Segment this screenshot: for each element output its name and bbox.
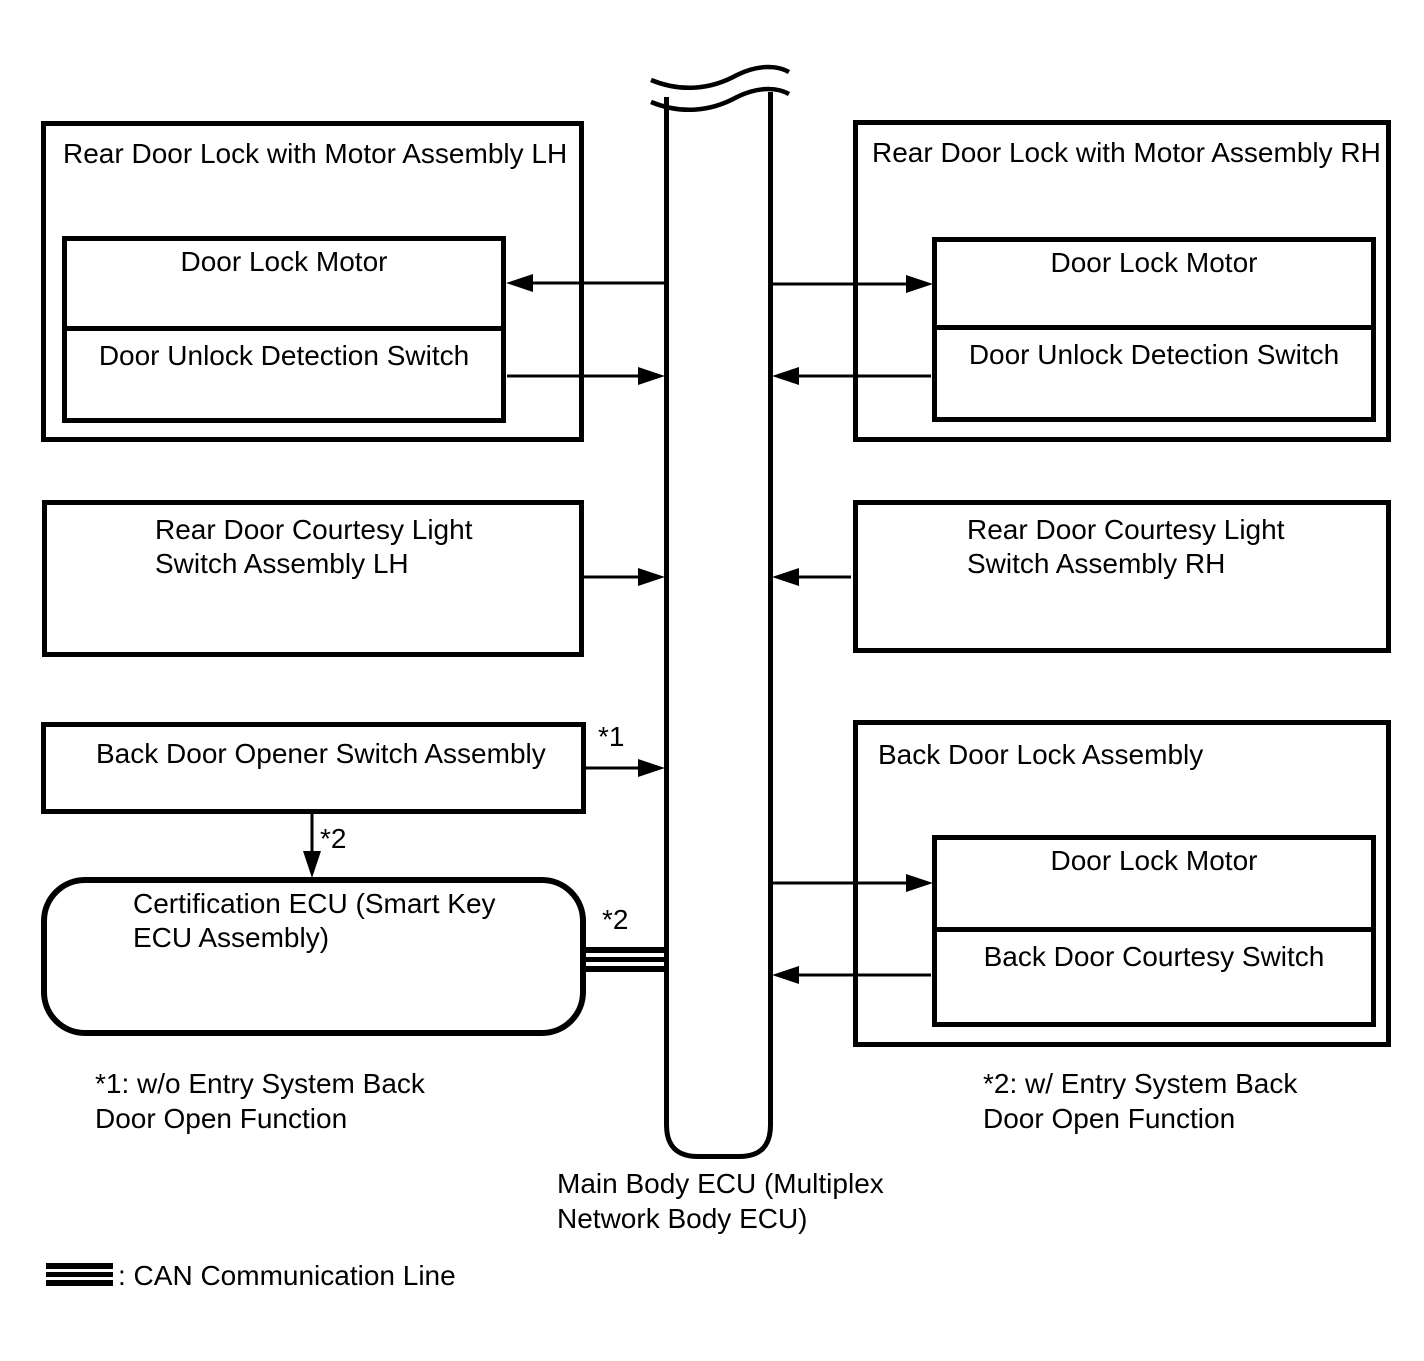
footnote-star2: *2: w/ Entry System Back Door Open Funct… <box>983 1068 1298 1134</box>
can-line-symbol <box>46 1263 113 1286</box>
block-title: Door Unlock Detection Switch <box>968 339 1340 370</box>
block-title: Door Lock Motor <box>1050 845 1258 876</box>
bus-break-squiggle-lower <box>650 86 791 112</box>
arrowhead-opener-to-certification-ecu <box>303 851 321 878</box>
arrowhead-courtesy-lh-to-bus <box>638 568 665 586</box>
block-door-unlock-detection-switch-rh: Door Unlock Detection Switch <box>932 330 1376 422</box>
block-title: Rear Door Courtesy Light Switch Assembly… <box>155 514 473 579</box>
arrowhead-bus-to-back-door-motor <box>906 874 933 892</box>
main-body-ecu-label: Main Body ECU (Multiplex Network Body EC… <box>557 1168 884 1234</box>
block-title: Back Door Courtesy Switch <box>983 941 1325 972</box>
footnote-star1: *1: w/o Entry System Back Door Open Func… <box>95 1068 425 1134</box>
block-rear-door-courtesy-lh: Rear Door Courtesy Light Switch Assembly… <box>42 500 584 657</box>
arrowhead-courtesy-rh-to-bus <box>772 568 799 586</box>
block-title: Rear Door Lock with Motor Assembly RH <box>872 137 1381 168</box>
block-title: Door Unlock Detection Switch <box>98 340 470 371</box>
block-door-lock-motor-rh: Door Lock Motor <box>932 237 1376 330</box>
block-door-unlock-detection-switch-lh: Door Unlock Detection Switch <box>62 331 506 423</box>
block-title: Back Door Opener Switch Assembly <box>96 738 546 769</box>
block-title: Door Lock Motor <box>1050 247 1258 278</box>
can-communication-line-middle <box>580 957 668 962</box>
bus-break-squiggle-upper <box>650 64 791 90</box>
arrowhead-back-door-switch-to-bus <box>772 966 799 984</box>
block-certification-ecu: Certification ECU (Smart Key ECU Assembl… <box>41 877 586 1036</box>
can-communication-line-top <box>580 947 668 953</box>
block-title: Back Door Lock Assembly <box>878 739 1204 770</box>
annotation-star2-down-arrow: *2 <box>320 823 347 854</box>
block-back-door-lock-motor: Door Lock Motor <box>932 835 1376 932</box>
annotation-star2-can-line: *2 <box>602 904 629 935</box>
block-back-door-opener-switch: Back Door Opener Switch Assembly <box>41 722 586 814</box>
annotation-star1: *1 <box>598 721 625 752</box>
legend-can-label: : CAN Communication Line <box>118 1260 456 1291</box>
arrowhead-rh-switch-to-bus <box>772 367 799 385</box>
block-title: Door Lock Motor <box>180 246 388 277</box>
arrowhead-bus-to-lh-motor <box>506 274 533 292</box>
block-title: Certification ECU (Smart Key ECU Assembl… <box>133 888 496 953</box>
block-title: Rear Door Courtesy Light Switch Assembly… <box>967 514 1285 579</box>
block-door-lock-motor-lh: Door Lock Motor <box>62 236 506 331</box>
can-communication-line-bottom <box>580 966 668 972</box>
block-rear-door-courtesy-rh: Rear Door Courtesy Light Switch Assembly… <box>853 500 1391 653</box>
arrowhead-bus-to-rh-motor <box>906 275 933 293</box>
block-back-door-courtesy-switch: Back Door Courtesy Switch <box>932 932 1376 1027</box>
block-rear-door-lock-rh: Rear Door Lock with Motor Assembly RH <box>853 120 1391 442</box>
block-title: Rear Door Lock with Motor Assembly LH <box>63 138 568 169</box>
arrowhead-opener-to-bus <box>638 759 665 777</box>
block-rear-door-lock-lh: Rear Door Lock with Motor Assembly LH <box>41 121 584 442</box>
main-body-ecu-bus <box>664 92 773 1159</box>
arrowhead-lh-switch-to-bus <box>638 367 665 385</box>
